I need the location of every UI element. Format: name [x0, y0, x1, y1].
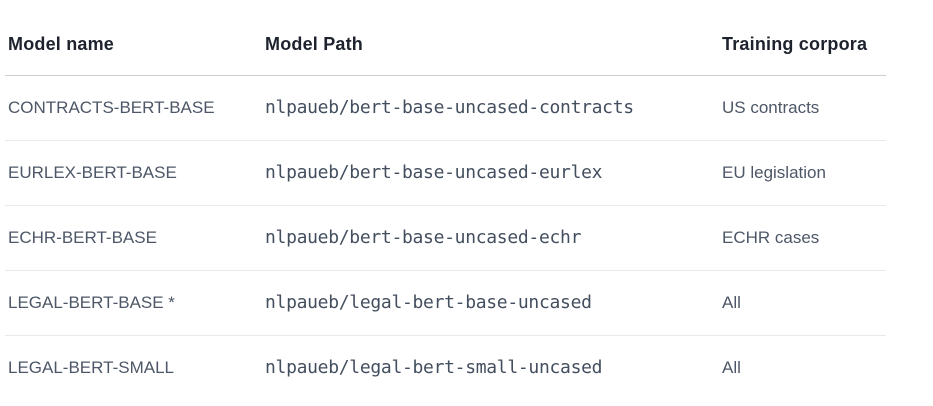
column-header-model-name: Model name	[5, 10, 262, 76]
model-name-cell: LEGAL-BERT-SMALL	[5, 335, 262, 400]
training-corpora-cell: All	[719, 335, 886, 400]
model-path-cell: nlpaueb/bert-base-uncased-eurlex	[262, 140, 719, 206]
table-head: Model name Model Path Training corpora	[5, 10, 886, 76]
training-corpora-cell: ECHR cases	[719, 205, 886, 271]
table-row: EURLEX-BERT-BASE nlpaueb/bert-base-uncas…	[5, 140, 886, 206]
table-row: LEGAL-BERT-BASE * nlpaueb/legal-bert-bas…	[5, 270, 886, 336]
column-header-training-corpora: Training corpora	[719, 10, 886, 76]
table-header-row: Model name Model Path Training corpora	[5, 10, 886, 76]
table-row: ECHR-BERT-BASE nlpaueb/bert-base-uncased…	[5, 205, 886, 271]
model-name-cell: ECHR-BERT-BASE	[5, 205, 262, 271]
model-path-cell: nlpaueb/legal-bert-small-uncased	[262, 335, 719, 400]
table-body: CONTRACTS-BERT-BASE nlpaueb/bert-base-un…	[5, 76, 886, 400]
model-path-cell: nlpaueb/bert-base-uncased-echr	[262, 205, 719, 271]
model-name-cell: EURLEX-BERT-BASE	[5, 140, 262, 206]
table-row: CONTRACTS-BERT-BASE nlpaueb/bert-base-un…	[5, 76, 886, 141]
model-path-cell: nlpaueb/legal-bert-base-uncased	[262, 270, 719, 336]
training-corpora-cell: All	[719, 270, 886, 336]
table-row: LEGAL-BERT-SMALL nlpaueb/legal-bert-smal…	[5, 335, 886, 400]
model-name-cell: CONTRACTS-BERT-BASE	[8, 98, 215, 117]
models-table: Model name Model Path Training corpora C…	[5, 10, 886, 400]
training-corpora-cell: EU legislation	[719, 140, 886, 206]
model-path-cell: nlpaueb/bert-base-uncased-contracts	[265, 97, 634, 118]
column-header-model-path: Model Path	[262, 10, 719, 76]
training-corpora-cell: US contracts	[722, 98, 820, 117]
model-name-cell: LEGAL-BERT-BASE *	[5, 270, 262, 336]
